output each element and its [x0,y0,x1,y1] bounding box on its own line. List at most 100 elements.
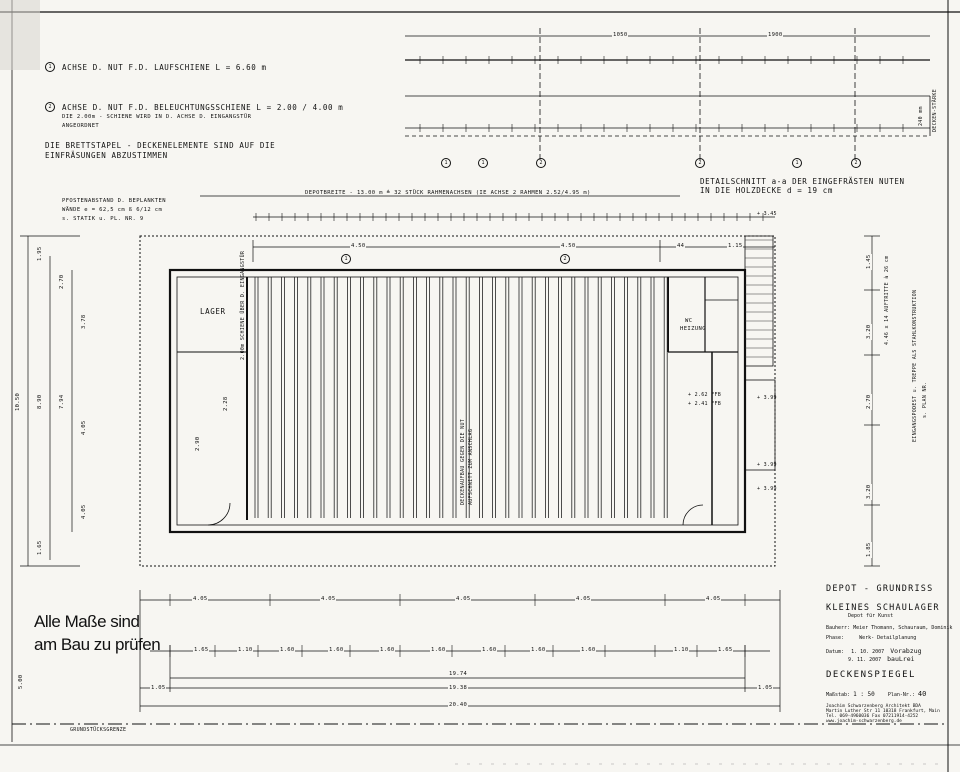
left-dim-6: 1.65 [37,539,43,556]
detail-marker-1: 1 [441,158,451,168]
left-dim-8: 7.94 [59,393,65,410]
title-plan-type: DEPOT - GRUNDRISS [826,584,934,594]
bottom-dim-r2-10: 1.10 [673,647,690,653]
right-note-podest: EINGANGSPODEST u. TREPPE ALS STAHLKONSTR… [912,289,918,442]
axis-marker-2: 2 [560,254,570,264]
note-brettstapel-1: DIE BRETTSTAPEL - DECKENELEMENTE SIND AU… [45,141,276,150]
bottom-dim-r2-8: 1.60 [530,647,547,653]
elevation-top: + 3.45 [757,211,777,217]
note-pfostenabstand-1: PFOSTENABSTAND D. BEPLANKTEN [62,198,166,204]
right-dim-3: 2.70 [866,393,872,410]
detail-marker-2: 1 [478,158,488,168]
elevation-4: + 3.99 [757,462,777,468]
detail-section-subtitle: IN DIE HOLZDECKE d = 19 cm [700,186,833,195]
dim-450-right: 4.50 [560,243,577,249]
elevation-1: + 2.62 FFB [688,392,722,398]
ceiling-slats [254,277,668,518]
handwritten-note-line-2: am Bau zu prüfen [34,635,161,654]
elevation-3: + 3.99 [757,395,777,401]
bottom-dim-r2-11: 1.65 [717,647,734,653]
note-2-marker: 2 [45,102,55,112]
left-dim-7: 8.90 [37,393,43,410]
axis-marker-1: 1 [341,254,351,264]
left-dim-5: 4.05 [81,503,87,520]
title-drawing-title: DECKENSPIEGEL [826,670,916,680]
detail-marker-4: 2 [695,158,705,168]
right-dim-1: 1.45 [866,253,872,270]
title-scale: 1 : 50 [853,691,875,698]
bottom-dim-r2-1: 1.65 [193,647,210,653]
title-plannr-label: Plan-Nr.: [887,692,915,698]
bottom-dim-r2-4: 1.60 [328,647,345,653]
note-pfostenabstand-3: s. STATIK u. PL. NR. 9 [62,216,144,222]
left-dim-3: 3.78 [81,313,87,330]
title-architect-1: Joachim Schwarzenberg Architekt BDA [826,704,921,709]
note-beleuchtung: ACHSE D. NUT F.D. BELEUCHTUNGSSCHIENE L … [62,103,344,112]
bottom-dim-r1-4: 4.05 [575,596,592,602]
note-brettstapel-2: EINFRÄSUNGEN ABZUSTIMMEN [45,151,168,160]
detail-dim-2: 1900 [767,32,784,38]
right-dim-2: 3.20 [866,323,872,340]
bottom-dim-r1-5: 4.05 [705,596,722,602]
title-datum-1-note: Vorabzug [890,647,922,655]
detail-marker-5: 1 [792,158,802,168]
left-dim-10: 2.90 [195,435,201,452]
bottom-dim-r1-1: 4.05 [192,596,209,602]
title-project-sub: Depot für Kunst [848,613,894,619]
room-label-heizung: HEIZUNG [680,326,706,332]
title-project: KLEINES SCHAULAGER [826,603,940,613]
title-bauherr: Bauherr: Meier Thomann, Schauraum, Domin… [826,625,953,631]
note-beleuchtung-detail-1: DIE 2.00m - SCHIENE WIRD IN D. ACHSE D. … [62,114,252,120]
bottom-dim-20-40: 20.40 [448,702,469,708]
left-dim-4: 4.05 [81,419,87,436]
title-datum-2: 9. 11. 2007 [848,657,882,663]
title-block: DEPOT - GRUNDRISS KLEINES SCHAULAGER Dep… [826,584,953,724]
elevation-2: + 2.41 FFB [688,401,722,407]
bottom-dim-right-1-05: 1.05 [757,685,774,691]
dim-450-left: 4.50 [350,243,367,249]
title-datum-label: Datum: [826,649,845,655]
bottom-dim-r2-5: 1.60 [379,647,396,653]
detail-marker-6: 2 [851,158,861,168]
detail-dim-1: 1050 [612,32,629,38]
dim-44: 44 [676,243,686,249]
bottom-dim-r2-6: 1.60 [430,647,447,653]
bottom-dim-side: 5.00 [18,673,24,690]
room-label-lager: LAGER [200,307,226,316]
bottom-dim-r2-9: 1.60 [580,647,597,653]
dim-115: 1.15 [727,243,744,249]
bottom-dim-r2-3: 1.60 [279,647,296,653]
left-dim-total: 10.50 [15,391,21,412]
left-dim-1: 1.95 [37,245,43,262]
title-architect-2: Martin Luther Str 11 10318 Frankfurt, Ma… [826,709,940,714]
detail-section-title: DETAILSCHNITT a-a DER EINGEFRÄSTEN NUTEN [700,177,905,186]
note-depotbreite: DEPOTBREITE - 13.00 m ≙ 32 STÜCK RAHMENA… [305,190,591,196]
title-phase-label: Phase: [826,635,845,641]
title-datum-2-note: bauLrei [887,655,915,663]
bottom-dim-r1-3: 4.05 [455,596,472,602]
left-dim-2: 2.70 [59,273,65,290]
note-pfostenabstand-2: WÄNDE e = 62,5 cm ß 6/12 cm [62,207,163,213]
center-note-1: DECKENAUFBAU GEGEN DIE NUT [460,418,466,505]
property-boundary-label: GRUNDSTÜCKSGRENZE [70,727,127,733]
note-laufschiene: ACHSE D. NUT F.D. LAUFSCHIENE L = 6.60 m [62,63,267,72]
title-scale-label: Maßstab: [826,692,851,698]
detail-marker-3: 2 [536,158,546,168]
right-dim-4: 3.20 [866,483,872,500]
right-dim-5: 1.85 [866,541,872,558]
elevation-5: + 3.99 [757,486,777,492]
right-note-plan: s. PLAN NR. [922,381,928,418]
detail-side-dim: 240 mm [918,106,924,126]
lager-rail-note: 2.00m SCHIENE ÜBER D. EINGANGSTÜR [240,250,246,360]
bottom-dim-19-38: 19.38 [448,685,469,691]
room-label-wc: WC [685,318,693,324]
title-plannr: 40 [917,690,927,698]
note-beleuchtung-detail-2: ANGEORDNET [62,123,100,129]
left-dim-9: 2.28 [223,395,229,412]
bottom-dim-r2-2: 1.10 [237,647,254,653]
detail-section-drawing [405,28,931,160]
bottom-dim-r2-7: 1.60 [481,647,498,653]
title-datum-1: 1. 10. 2007 [851,649,885,655]
bottom-dim-left-1-05: 1.05 [150,685,167,691]
title-architect-3: Tel. 069-4960036 Fax 07211914-4252 [826,714,919,719]
